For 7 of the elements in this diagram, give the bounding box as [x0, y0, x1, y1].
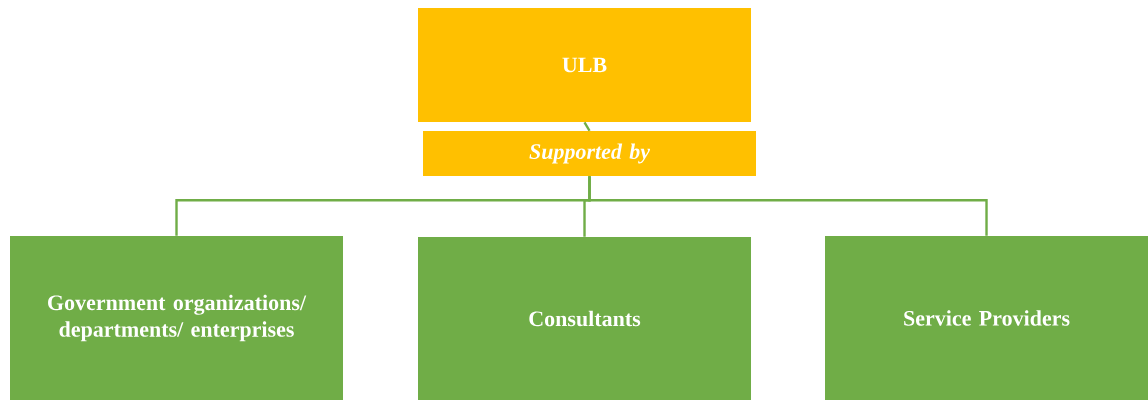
- connector-line: [588, 176, 988, 236]
- top-box: ULB: [418, 8, 751, 122]
- connector-line: [583, 121, 591, 132]
- banner-box: Supported by: [423, 131, 756, 176]
- group-box: Government organizations/ departments/ enterprises: [10, 236, 343, 400]
- group-box: Consultants: [418, 237, 751, 400]
- group-box: Service Providers: [825, 236, 1148, 400]
